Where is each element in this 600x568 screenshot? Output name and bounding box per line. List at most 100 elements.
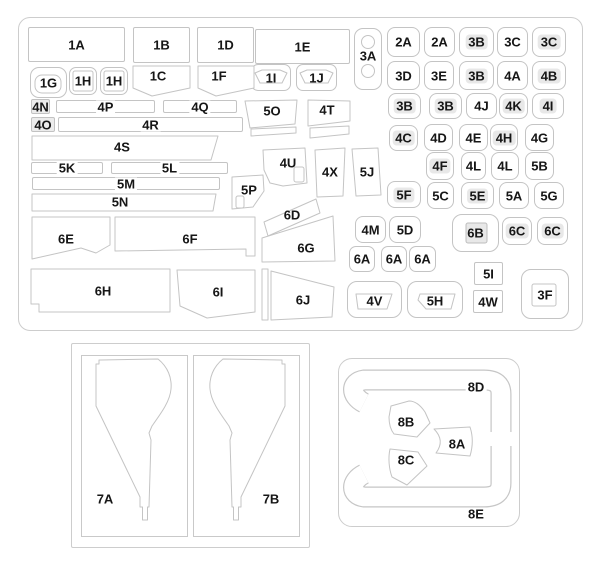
piece-4L-a	[461, 152, 486, 180]
piece-6A-a	[349, 246, 375, 272]
piece-4D	[424, 124, 453, 151]
piece-3B-c-label: 3B	[393, 98, 416, 114]
piece-4N-label: 4N	[32, 99, 49, 114]
piece-1A	[28, 27, 125, 62]
piece-5C-label: 5C	[432, 188, 449, 203]
piece-3D	[387, 61, 420, 90]
piece-8B-label: 8B	[397, 414, 415, 430]
piece-2A-b-label: 2A	[431, 34, 448, 50]
piece-5F-label: 5F	[393, 187, 415, 202]
piece-3E-label: 3E	[431, 68, 447, 83]
piece-5D-label: 5D	[396, 222, 414, 237]
piece-5G-label: 5G	[540, 188, 558, 203]
piece-1G-label: 1G	[39, 75, 58, 90]
piece-8D-label: 8D	[465, 379, 487, 395]
piece-3B-d-label: 3B	[434, 98, 457, 114]
piece-4K-label: 4K	[502, 98, 525, 114]
piece-6F-label: 6F	[182, 231, 198, 247]
piece-2A-a	[387, 27, 420, 57]
piece-5H-label: 5H	[426, 293, 444, 309]
piece-4B-label: 4B	[537, 68, 561, 83]
piece-4W-label: 4W	[478, 294, 498, 309]
piece-4Q-label: 4Q	[189, 99, 211, 114]
piece-4F-label: 4F	[429, 158, 451, 174]
piece-4V-label: 4V	[366, 293, 383, 309]
piece-6E-label: 6E	[58, 231, 74, 247]
piece-5A-label: 5A	[505, 188, 523, 203]
piece-3B-a-label: 3B	[465, 34, 488, 50]
piece-5B-label: 5B	[531, 158, 548, 174]
piece-4O-label: 4O	[34, 117, 52, 132]
piece-4N	[31, 99, 50, 114]
piece-3B-b-label: 3B	[465, 68, 488, 83]
piece-1B	[133, 27, 190, 63]
piece-3C-b	[532, 27, 566, 57]
piece-4I-label: 4I	[539, 98, 557, 114]
piece-4M-label: 4M	[361, 222, 380, 237]
sheet-8-panel	[338, 358, 520, 527]
piece-6A-b-label: 6A	[385, 251, 403, 267]
piece-1E	[255, 29, 350, 64]
piece-5N-label: 5N	[109, 194, 131, 210]
piece-6A-a-label: 6A	[353, 251, 371, 267]
piece-3C-b-label: 3C	[537, 34, 561, 50]
piece-5E-label: 5E	[466, 188, 489, 203]
piece-4E-label: 4E	[465, 130, 482, 145]
piece-6G-label: 6G	[297, 240, 315, 256]
piece-1D-label: 1D	[217, 37, 234, 53]
piece-2A-a-label: 2A	[395, 34, 412, 50]
piece-5L-label: 5L	[159, 160, 180, 176]
piece-3E	[424, 61, 454, 90]
piece-4G	[525, 124, 554, 151]
piece-5A	[499, 182, 529, 209]
piece-1D	[197, 27, 254, 63]
piece-6A-b	[381, 246, 407, 272]
piece-4W	[473, 290, 503, 313]
piece-6J-label: 6J	[295, 292, 311, 308]
piece-4D-label: 4D	[430, 130, 447, 145]
piece-4C-label: 4C	[392, 130, 415, 146]
piece-6C-b-label: 6C	[541, 223, 564, 239]
piece-4L-a-label: 4L	[465, 158, 482, 174]
piece-5D	[389, 216, 421, 243]
piece-3F-label: 3F	[537, 287, 553, 303]
piece-6D-label: 6D	[283, 207, 301, 223]
piece-5I	[474, 262, 503, 285]
sheet-7-cell-right	[193, 355, 300, 537]
piece-4A	[497, 61, 528, 90]
piece-5C	[427, 182, 454, 209]
piece-5M-label: 5M	[114, 176, 138, 191]
piece-1E-label: 1E	[294, 39, 311, 54]
piece-6H-label: 6H	[94, 283, 112, 299]
piece-4J	[466, 93, 497, 119]
piece-8C-label: 8C	[397, 452, 415, 468]
piece-3C-a	[497, 27, 528, 57]
sheet-7-cell-left	[81, 355, 188, 537]
piece-6A-c-label: 6A	[414, 251, 431, 267]
piece-4A-label: 4A	[504, 68, 521, 83]
piece-4H-label: 4H	[492, 130, 516, 145]
piece-3D-label: 3D	[395, 68, 412, 83]
piece-5K-label: 5K	[56, 160, 78, 176]
piece-6I-label: 6I	[212, 284, 224, 300]
piece-8A-label: 8A	[448, 436, 466, 452]
piece-5P-label: 5P	[241, 182, 257, 198]
piece-4G-label: 4G	[530, 130, 549, 145]
piece-6A-c	[409, 246, 436, 272]
piece-4U-label: 4U	[279, 155, 297, 171]
piece-4R-label: 4R	[140, 117, 161, 132]
piece-1B-label: 1B	[153, 37, 170, 53]
piece-4O	[31, 117, 55, 132]
piece-4T-label: 4T	[319, 102, 335, 118]
piece-1H-a-label: 1H	[74, 73, 92, 89]
piece-4E	[459, 124, 488, 151]
piece-1F-label: 1F	[211, 68, 227, 84]
piece-4P-label: 4P	[95, 99, 116, 114]
piece-5J-label: 5J	[359, 164, 375, 180]
piece-3A-label: 3A	[359, 48, 377, 64]
piece-8E-label: 8E	[466, 506, 486, 522]
piece-4L-b	[491, 152, 519, 180]
piece-5I-label: 5I	[483, 266, 494, 281]
piece-4J-label: 4J	[474, 98, 489, 114]
